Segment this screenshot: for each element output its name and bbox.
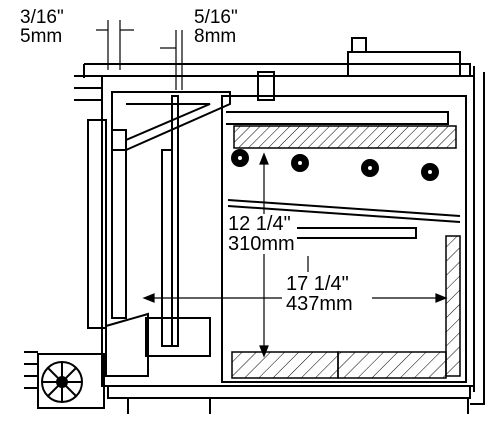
dimension-depth-imperial: 17 1/4" bbox=[284, 274, 355, 294]
door-frame bbox=[87, 119, 107, 329]
floor-brick-right bbox=[337, 351, 447, 379]
front-plate bbox=[105, 312, 149, 377]
ash-lip bbox=[145, 317, 211, 357]
base bbox=[107, 385, 471, 399]
legs bbox=[127, 398, 469, 414]
dimension-gap-right: 5/16" 8mm bbox=[194, 8, 238, 46]
door-inner bbox=[111, 129, 127, 319]
flue-handle bbox=[351, 37, 367, 53]
deflector-inner bbox=[125, 103, 211, 141]
dimension-height-metric: 310mm bbox=[226, 233, 297, 255]
dimension-depth: 17 1/4" 437mm bbox=[284, 274, 355, 314]
dimension-gap-left: 3/16" 5mm bbox=[20, 8, 64, 46]
top-fins bbox=[74, 75, 102, 101]
air-tubes bbox=[231, 149, 439, 181]
dimension-height-imperial: 12 1/4" bbox=[226, 214, 297, 234]
ash-door bbox=[257, 71, 275, 101]
lower-baffle bbox=[227, 199, 461, 223]
fan-box bbox=[37, 353, 105, 409]
deflector bbox=[111, 91, 231, 151]
fan bbox=[41, 361, 83, 403]
dimension-gap-right-metric: 8mm bbox=[194, 26, 237, 47]
dimension-gap-right-imperial: 5/16" bbox=[194, 7, 238, 28]
front-column-2 bbox=[171, 95, 179, 347]
dimension-gap-left-imperial: 3/16" bbox=[20, 7, 64, 28]
floor-brick-left bbox=[231, 351, 339, 379]
flue-box bbox=[347, 51, 461, 77]
dimension-gap-left-metric: 5mm bbox=[20, 26, 63, 47]
fan-fins bbox=[24, 351, 38, 389]
front-column bbox=[161, 149, 173, 347]
dimension-height: 12 1/4" 310mm bbox=[226, 214, 297, 254]
tube-holder bbox=[226, 111, 449, 125]
dimension-depth-metric: 437mm bbox=[284, 293, 355, 315]
firebox-inner bbox=[221, 95, 467, 383]
right-wall bbox=[470, 66, 485, 405]
side-brick bbox=[445, 235, 461, 377]
brick-ledge bbox=[230, 227, 417, 239]
top-brick bbox=[233, 125, 457, 149]
